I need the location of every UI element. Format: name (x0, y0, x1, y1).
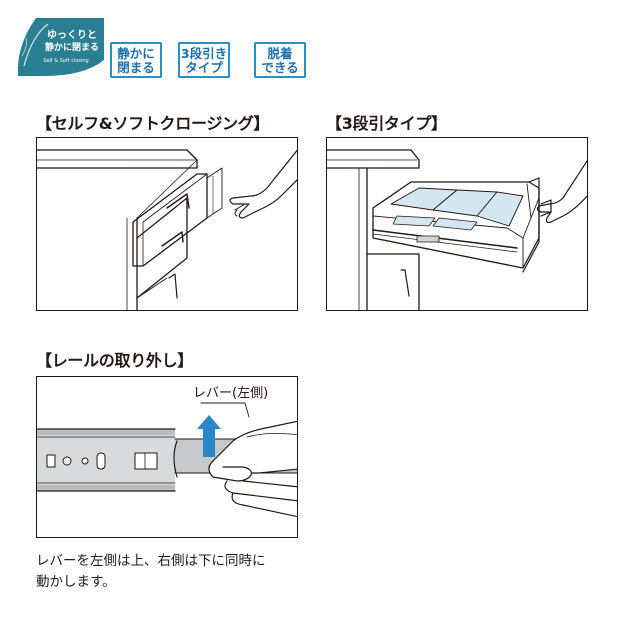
illustration-rail-removal: レバー(左側) (36, 376, 298, 538)
badge-detachable: 脱着 できる (254, 42, 306, 78)
heading-self-soft-closing: 【セルフ&ソフトクロージング】 (36, 114, 270, 133)
rail-removal-caption: レバーを左側は上、右側は下に同時に 動かします。 (36, 553, 266, 590)
illustration-three-stage (326, 137, 588, 311)
badge-quiet-close: 静かに 閉まる (110, 42, 162, 78)
badge-three-stage: 3段引き タイプ (178, 42, 230, 78)
logo-line1: ゆっくりと (47, 29, 97, 41)
heading-three-stage: 【3段引タイプ】 (326, 114, 447, 133)
illustration-self-soft-closing (36, 137, 298, 311)
lever-label: レバー(左側) (193, 386, 268, 401)
heading-rail-removal: 【レールの取り外し】 (36, 351, 194, 370)
up-arrow-icon (197, 415, 221, 457)
logo-line2: 静かに閉まる (45, 41, 99, 53)
self-soft-closing-logo: ゆっくりと 静かに閉まる Self & Soft closing (17, 18, 104, 76)
logo-line3: Self & Soft closing (43, 58, 88, 64)
